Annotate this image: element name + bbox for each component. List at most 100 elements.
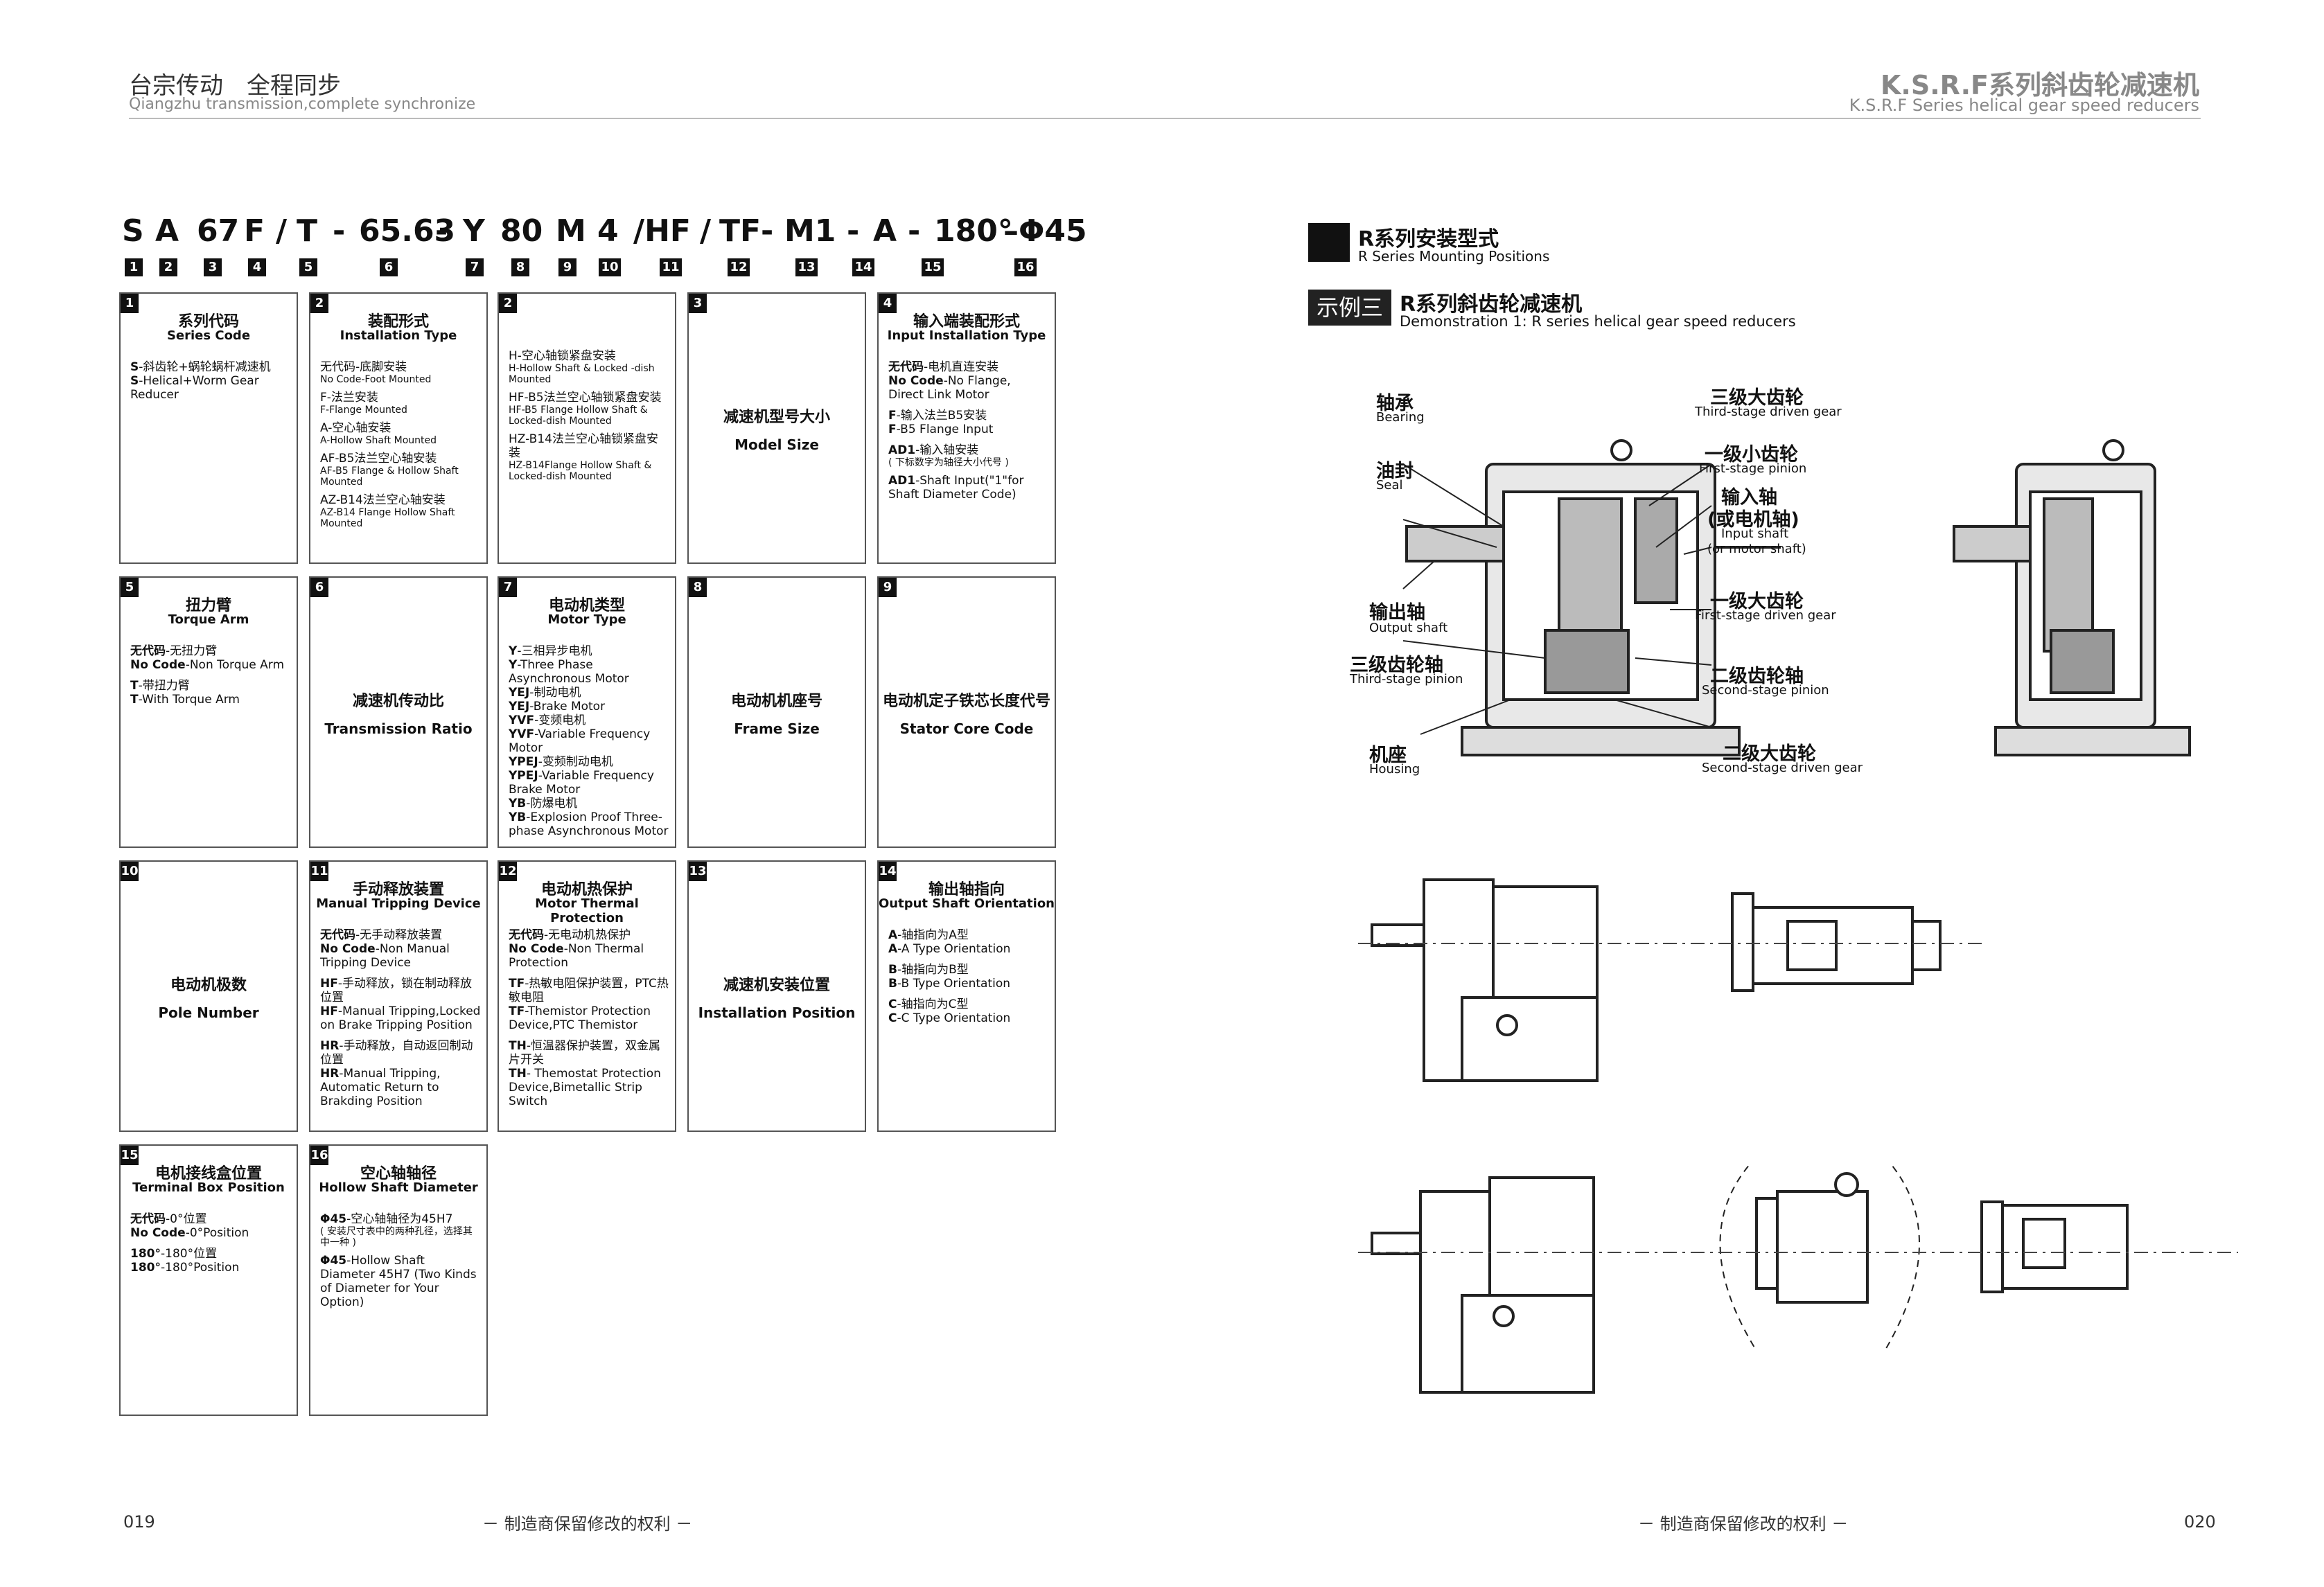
option-code: TH [509, 1039, 527, 1053]
box-option-line: Y-三相异步电机 [509, 644, 669, 658]
option-text: -Hollow Shaft Diameter 45H7 (Two Kinds o… [320, 1254, 477, 1309]
box-option-line: HF-Manual Tripping,Locked on Brake Tripp… [320, 1004, 481, 1032]
box-option-line: TF-Themistor Protection Device,PTC Themi… [509, 1004, 669, 1032]
box-option-line: B-B Type Orientation [888, 977, 1049, 991]
option-text: -带扭力臂 [138, 679, 190, 693]
box-option-line: Φ45-空心轴轴径为45H7( 安装尺寸表中的两种孔径，选择其中一种 ) [320, 1212, 481, 1248]
label-input-shaft-cn: 输入轴 [1721, 487, 1777, 508]
option-text: -No Flange, Direct Link Motor [888, 374, 1011, 402]
option-text: - Themostat Protection Device,Bimetallic… [509, 1067, 661, 1108]
page-number-right: 020 [2184, 1512, 2216, 1532]
option-code: S [130, 374, 139, 388]
label-bearing-cn: 轴承 [1376, 393, 1414, 414]
page-number-left: 019 [123, 1512, 155, 1532]
option-code: T [130, 693, 139, 707]
box-option-line: B-轴指向为B型 [888, 963, 1049, 977]
option-code: YB [509, 810, 527, 824]
box-option-line: 无代码-0°位置 [130, 1212, 291, 1226]
header-right-en: K.S.R.F Series helical gear speed reduce… [1849, 96, 2199, 115]
option-code: TH [509, 1067, 527, 1081]
option-subtext: H-Hollow Shaft & Locked -dish Mounted [509, 363, 655, 385]
box-title-cn: 电动机极数 [170, 977, 247, 994]
option-text: -轴指向为C型 [897, 998, 969, 1011]
option-text: -Manual Tripping,Locked on Brake Trippin… [320, 1004, 481, 1032]
model-code-badge: 16 [1014, 258, 1037, 276]
label-input-shaft-en: Input shaft [1721, 526, 1789, 541]
model-code-badge: 1 [125, 258, 143, 276]
model-code-badge: 14 [852, 258, 874, 276]
option-text: -Manual Tripping, Automatic Return to Br… [320, 1067, 441, 1108]
box-option-line: F-B5 Flange Input [888, 423, 1049, 436]
box-option-line: No Code-Non Thermal Protection [509, 942, 669, 970]
footer-note-right: － 制造商保留修改的权利 － [1638, 1514, 1849, 1534]
option-code: Φ45 [320, 1254, 347, 1268]
option-text: -无电动机热保护 [544, 928, 631, 942]
box-number: 6 [310, 578, 328, 597]
box-title-en: Manual Tripping Device [316, 896, 481, 911]
footer-note-left: － 制造商保留修改的权利 － [482, 1514, 693, 1534]
box-option-line: YPEJ-Variable Frequency Brake Motor [509, 769, 669, 797]
box-option-line: 无代码-无手动释放装置 [320, 928, 481, 942]
section-marker [1308, 223, 1350, 262]
box-option-line: 无代码-无扭力臂 [130, 644, 291, 658]
box-title-en: Motor Type [547, 612, 626, 627]
box-title-cn: 减速机安装位置 [723, 977, 830, 994]
model-code-part: S [122, 213, 144, 249]
option-text: -空心轴轴径为45H7 [346, 1212, 453, 1226]
box-title-en: Stator Core Code [899, 720, 1034, 737]
model-code-part: / [276, 213, 288, 249]
option-text: HZ-B14法兰空心轴锁紧盘安装 [509, 432, 658, 460]
label-seal-en: Seal [1376, 478, 1403, 493]
box-title-cn: 手动释放装置 [352, 881, 444, 898]
option-text: F-法兰安装 [320, 391, 378, 405]
label-first-gear-cn: 一级大齿轮 [1710, 591, 1804, 612]
option-text: -Explosion Proof Three-phase Asynchronou… [509, 810, 669, 838]
option-text: -热敏电阻保护装置，PTC热敏电阻 [509, 977, 669, 1004]
box-option-line: YVF-变频电机 [509, 713, 669, 727]
box-title-cn: 电动机热保护 [540, 881, 633, 898]
box-number: 8 [689, 578, 707, 597]
option-code: Y [509, 644, 518, 658]
model-code-part: M1 [784, 213, 836, 249]
option-code: YPEJ [509, 769, 538, 783]
box-number: 4 [879, 294, 897, 313]
option-subtext: ( 下标数字为轴径大小代号 ) [888, 457, 1009, 468]
box-options: Φ45-空心轴轴径为45H7( 安装尺寸表中的两种孔径，选择其中一种 )Φ45-… [320, 1212, 481, 1316]
option-code: A [888, 942, 898, 956]
box-title-en: Installation Type [340, 328, 457, 343]
option-text: -制动电机 [529, 686, 581, 700]
model-code-part: 180° [934, 213, 1013, 249]
label-housing-cn: 机座 [1369, 745, 1407, 766]
model-code-part: TF [719, 213, 762, 249]
box-option-line: HR-Manual Tripping, Automatic Return to … [320, 1067, 481, 1108]
model-code-badge: 7 [466, 258, 484, 276]
option-code: TF [509, 1004, 525, 1018]
model-code-part: A [873, 213, 897, 249]
model-code-part: –Φ45 [1003, 213, 1087, 249]
label-input-shaft-en2: (or motor shaft) [1707, 542, 1806, 556]
option-subtext: No Code-Foot Mounted [320, 374, 432, 385]
box-title-cn: 电动机定子铁芯长度代号 [882, 693, 1050, 710]
option-text: H-空心轴锁紧盘安装 [509, 349, 616, 363]
model-code-badge: 3 [204, 258, 222, 276]
label-second-gear-cn: 二级大齿轮 [1723, 743, 1816, 765]
option-code: C [888, 1011, 897, 1025]
option-text: -轴指向为B型 [897, 963, 969, 977]
label-third-pinion-cn: 三级齿轮轴 [1350, 655, 1443, 676]
box-title-en: Transmission Ratio [324, 720, 473, 737]
label-second-pinion-cn: 二级齿轮轴 [1710, 666, 1804, 687]
